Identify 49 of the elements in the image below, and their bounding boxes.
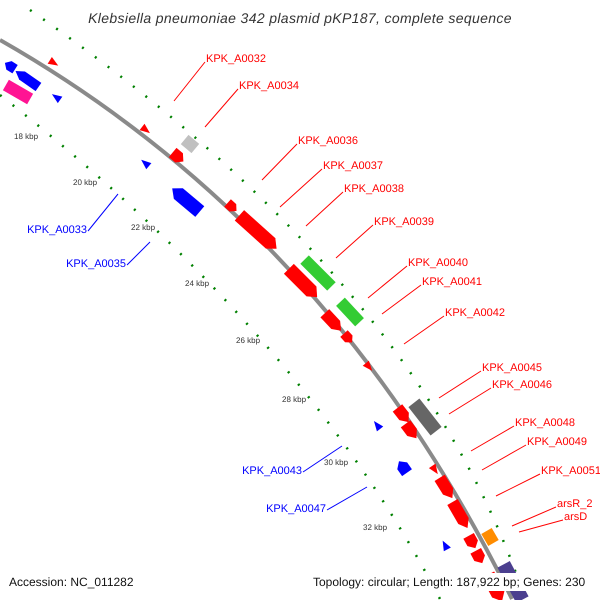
leader-line xyxy=(438,370,482,398)
leader-line xyxy=(382,284,422,314)
gene-label: KPK_A0039 xyxy=(374,216,434,229)
leader-line xyxy=(368,266,408,298)
leader-line xyxy=(126,242,150,266)
gene-label: KPK_A0045 xyxy=(482,362,542,375)
leader-line xyxy=(496,474,540,496)
gene-label: KPK_A0041 xyxy=(422,276,482,289)
gene-label: KPK_A0035 xyxy=(66,258,126,271)
leader-line xyxy=(204,88,238,128)
scale-label: 24 kbp xyxy=(185,278,210,290)
leader-line xyxy=(302,446,342,472)
leader-line xyxy=(306,192,344,226)
scale-label: 20 kbp xyxy=(73,177,98,189)
scale-label: 28 kbp xyxy=(282,394,306,406)
scale-label: 26 kbp xyxy=(236,335,260,347)
leader-line xyxy=(326,486,368,510)
gene-label: KPK_A0043 xyxy=(242,465,302,478)
leader-line xyxy=(336,224,374,258)
gene-label: KPK_A0038 xyxy=(344,183,404,196)
gene-label: KPK_A0034 xyxy=(239,80,299,93)
gene-label: arsR_2 xyxy=(557,498,592,511)
leader-line xyxy=(470,426,514,452)
leader-line xyxy=(262,144,298,180)
leader-line xyxy=(512,506,556,526)
gene-label: KPK_A0037 xyxy=(323,160,383,173)
scale-label: 30 kbp xyxy=(324,457,348,469)
leader-line xyxy=(404,316,444,344)
gene-label: KPK_A0047 xyxy=(266,503,326,516)
gene-label: KPK_A0032 xyxy=(206,53,266,66)
gene-label: KPK_A0051 xyxy=(541,465,600,478)
leader-line xyxy=(482,444,526,470)
leader-line xyxy=(174,62,206,102)
leader-line xyxy=(448,388,492,414)
leader-line xyxy=(88,194,118,232)
scale-label: 22 kbp xyxy=(131,222,156,234)
leader-line xyxy=(518,520,564,532)
info-text: Topology: circular; Length: 187,922 bp; Genes: 230 xyxy=(313,573,586,591)
gene-label: KPK_A0042 xyxy=(445,307,505,320)
scale-label: 18 kbp xyxy=(14,131,38,143)
gene-label: KPK_A0033 xyxy=(27,224,87,237)
leader-line xyxy=(280,168,322,208)
gene-label: KPK_A0036 xyxy=(298,135,358,148)
map-title: Klebsiella pneumoniae 342 plasmid pKP187, complete sequence xyxy=(87,9,513,28)
gene-label: KPK_A0040 xyxy=(408,257,468,270)
gene-label: KPK_A0048 xyxy=(515,417,575,430)
gene-label: KPK_A0046 xyxy=(492,379,552,392)
scale-label: 32 kbp xyxy=(363,522,388,534)
gene-label: KPK_A0049 xyxy=(527,436,587,449)
